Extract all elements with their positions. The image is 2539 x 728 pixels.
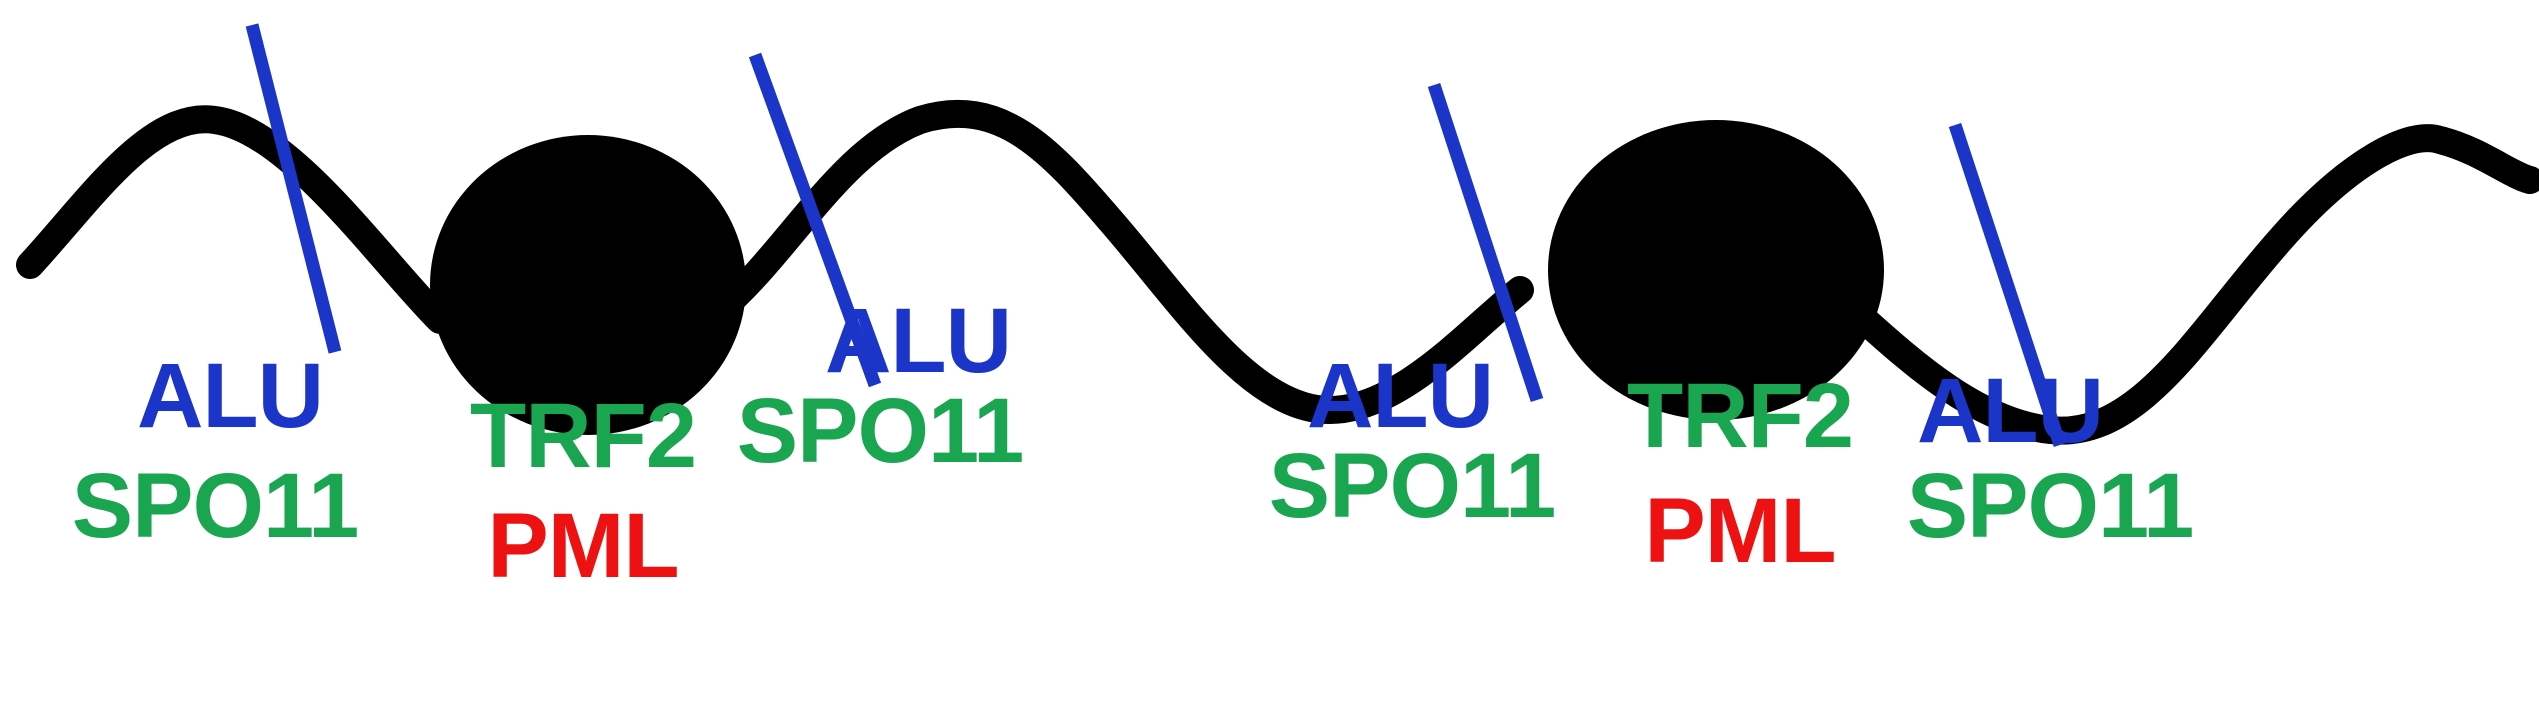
alu-2-label: ALU <box>824 290 1012 392</box>
alu-line-2 <box>748 52 882 388</box>
nucleosome-ball-1 <box>430 135 746 435</box>
alu-cut-site-group <box>245 23 2067 448</box>
alu-4-label: ALU <box>1916 360 2104 462</box>
spo11-2-label: SPO11 <box>736 380 1025 482</box>
alu-line-3 <box>1427 82 1544 403</box>
spo11-3-label: SPO11 <box>1268 435 1557 537</box>
trf2-1-label: TRF2 <box>470 385 697 487</box>
nucleosome-ball-2 <box>1548 120 1884 420</box>
nucleosome-group <box>430 120 1884 435</box>
pml-2-label: PML <box>1644 480 1836 582</box>
dna-strand <box>16 99 2539 445</box>
pml-1-label: PML <box>487 495 679 597</box>
spo11-1-label: SPO11 <box>71 455 360 557</box>
alu-line-1 <box>245 23 342 354</box>
alu-1-label: ALU <box>136 345 324 447</box>
spo11-4-label: SPO11 <box>1906 455 2195 557</box>
alu-3-label: ALU <box>1306 345 1494 447</box>
trf2-2-label: TRF2 <box>1627 365 1854 467</box>
alu-line-4 <box>1948 122 2067 448</box>
